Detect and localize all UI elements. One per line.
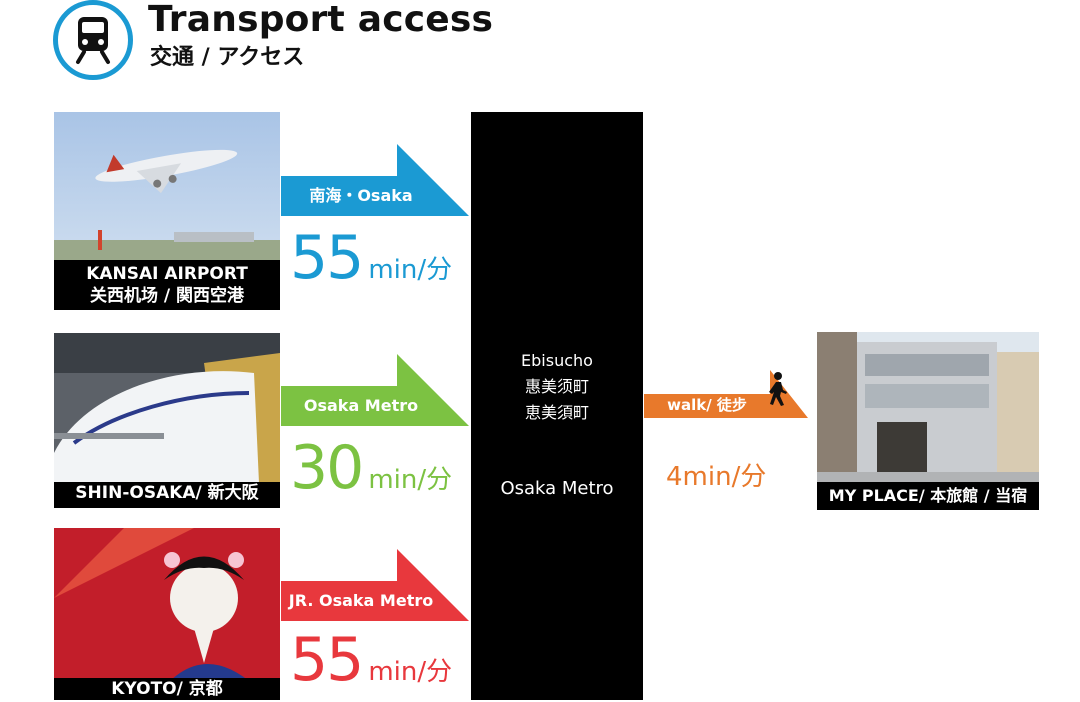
route-line-label: JR. Osaka Metro (288, 591, 434, 610)
route-line-label: 南海・Osaka Metro (309, 186, 413, 241)
destination-caption: MY PLACE/ 本旅館 / 当宿 (817, 482, 1039, 510)
station-name-en: Ebisucho (521, 351, 593, 370)
route-time-unit: min/分 (368, 657, 453, 687)
origin-caption: KANSAI AIRPORT 关西机场 / 関西空港 (54, 260, 280, 310)
origin-name-local: 关西机场 / 関西空港 (89, 286, 245, 306)
train-icon (76, 17, 110, 64)
kyoto-photo: KYOTO/ 京都 (54, 528, 280, 700)
destination-label: MY PLACE/ 本旅館 / 当宿 (828, 486, 1028, 505)
walk-arrow: walk/ 徒步 (644, 370, 808, 420)
train-logo (53, 0, 133, 80)
route-time-value: 30 (290, 433, 364, 503)
origin-name: KYOTO/ 京都 (111, 679, 223, 699)
route-line-label: Osaka Metro (303, 396, 419, 415)
origin-caption: SHIN-OSAKA/ 新大阪 (54, 482, 280, 508)
walk-time: 4min/分 (666, 462, 767, 492)
station-name-cn: 惠美须町 (524, 377, 589, 396)
route-arrow-kyoto: JR. Osaka Metro (281, 549, 469, 621)
page-subtitle: 交通 / アクセス (150, 45, 305, 70)
walk-label: walk/ 徒步 (667, 396, 747, 414)
origin-caption: KYOTO/ 京都 (54, 678, 280, 700)
route-arrow-kansai: 南海・Osaka Metro (281, 144, 469, 241)
origin-name: SHIN-OSAKA/ 新大阪 (75, 483, 259, 503)
shin-osaka-photo: SHIN-OSAKA/ 新大阪 (54, 333, 280, 508)
page-title: Transport access (148, 0, 494, 40)
walking-person-icon (769, 372, 787, 406)
route-time-unit: min/分 (368, 465, 453, 495)
station-names: Ebisucho 惠美须町 恵美須町 (471, 348, 643, 426)
station-line: Osaka Metro (500, 478, 614, 499)
route-time-value: 55 (290, 223, 364, 293)
origin-name: KANSAI AIRPORT (86, 264, 248, 284)
my-place-photo: MY PLACE/ 本旅館 / 当宿 (817, 332, 1039, 510)
kansai-airport-photo: KANSAI AIRPORT 关西机场 / 関西空港 (54, 112, 280, 310)
station-name-jp: 恵美須町 (524, 403, 589, 422)
route-time-unit: min/分 (368, 255, 453, 285)
route-time-value: 55 (290, 625, 364, 695)
station-block: Ebisucho 惠美须町 恵美須町 Osaka Metro (471, 112, 643, 700)
route-arrow-shin-osaka: Osaka Metro (281, 354, 469, 426)
